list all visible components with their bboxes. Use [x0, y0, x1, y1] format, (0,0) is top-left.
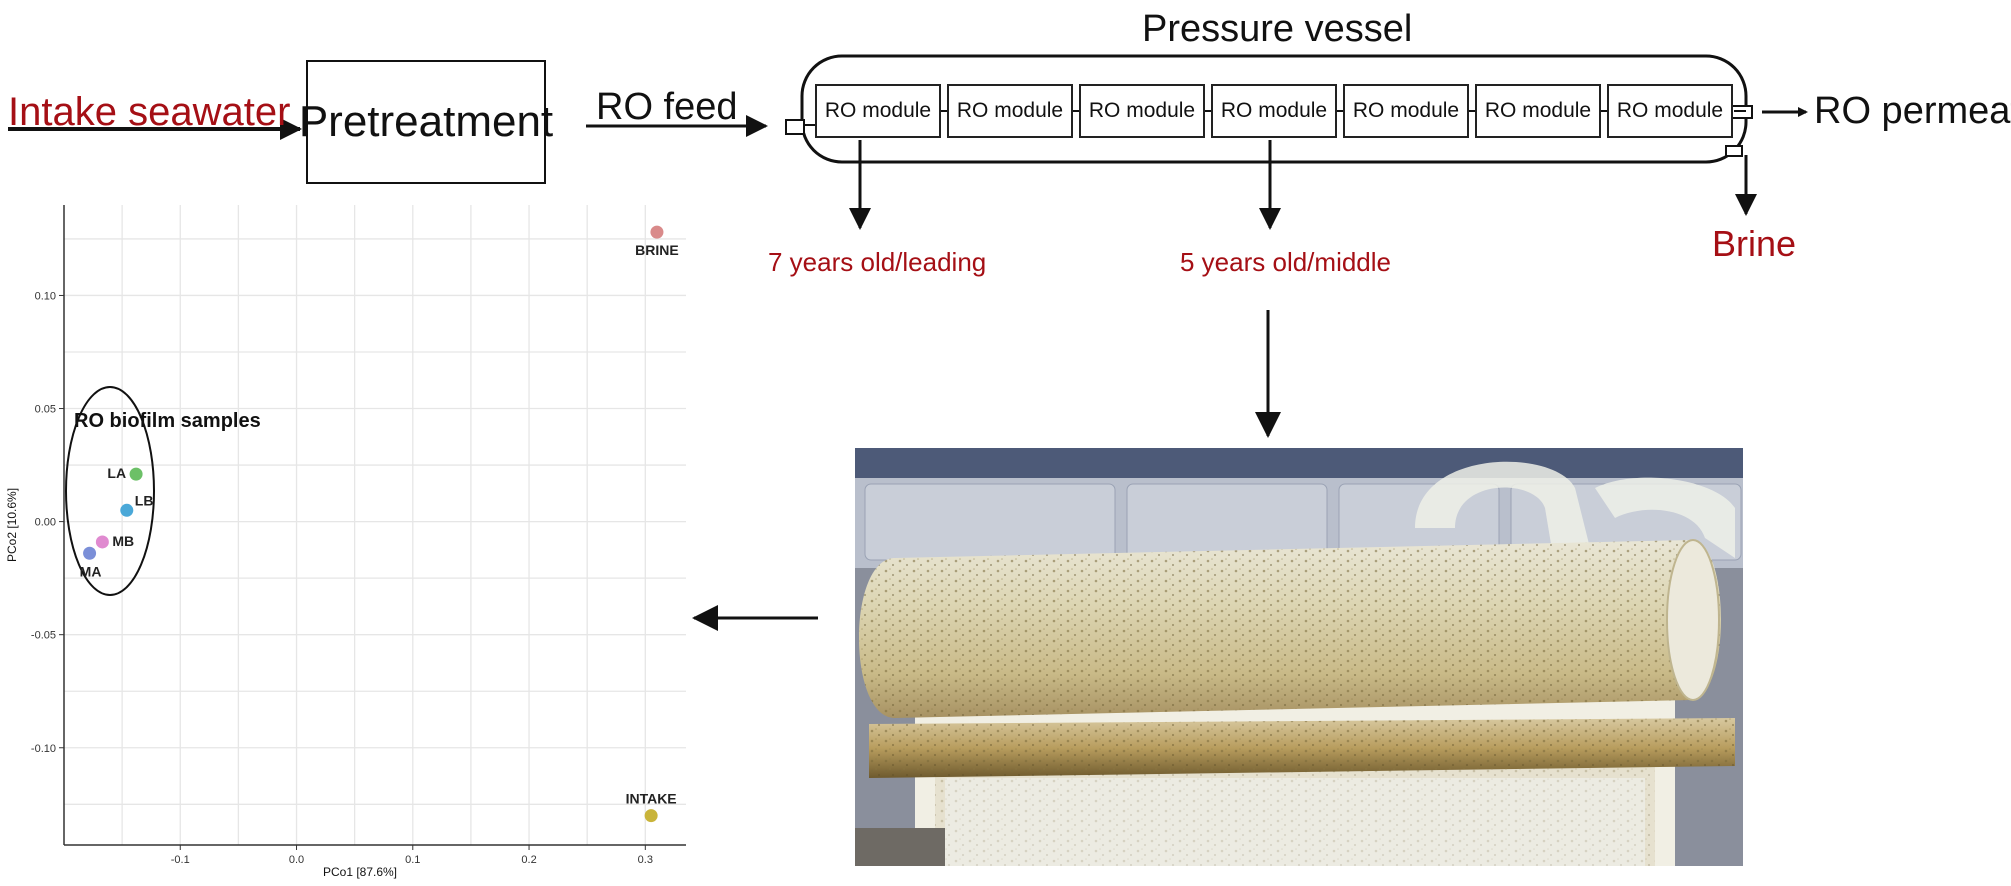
chart-axes [63, 205, 686, 846]
ro-feed-label: RO feed [596, 86, 738, 128]
point-mb [95, 535, 109, 549]
ro-module-3: RO module [1079, 84, 1205, 138]
photo-arrows [692, 310, 1281, 631]
chart-ticks: -0.1 0.0 0.1 0.2 0.3 0.10 0.05 0.00 -0.05 -0.10 [31, 290, 653, 866]
chart-grid [64, 205, 686, 845]
x-tick-label: 0.3 [638, 854, 653, 866]
point-la [129, 467, 143, 481]
point-label-ma: MA [80, 563, 102, 579]
x-tick-label: 0.0 [289, 854, 304, 866]
y-tick-label: -0.05 [31, 630, 56, 642]
y-tick-label: 0.05 [35, 404, 56, 416]
x-tick-label: -0.1 [171, 854, 190, 866]
x-tick-label: 0.2 [521, 854, 536, 866]
flow-arrows [8, 54, 1808, 230]
pressure-vessel-label: Pressure vessel [1142, 8, 1413, 50]
x-tick-label: 0.1 [405, 854, 420, 866]
ro-membrane-photo [855, 448, 1743, 866]
ro-module-5: RO module [1343, 84, 1469, 138]
y-axis-label: PCo2 [10.6%] [5, 488, 19, 562]
ro-module-4: RO module [1211, 84, 1337, 138]
vessel-inlet-stub [785, 119, 805, 135]
ro-module-6: RO module [1475, 84, 1601, 138]
leading-module-label: 7 years old/leading [768, 247, 987, 277]
y-tick-label: -0.10 [31, 743, 56, 755]
point-intake [644, 809, 658, 823]
point-label-mb: MB [112, 533, 134, 549]
ro-permeate-label: RO permeate [1814, 90, 2011, 132]
y-tick-label: 0.10 [35, 290, 56, 302]
chart-points: BRINE INTAKE LA LB MB MA [80, 225, 679, 823]
y-tick-label: 0.00 [35, 517, 56, 529]
point-lb [120, 503, 134, 517]
vessel-brine-stub [1725, 145, 1743, 157]
point-brine [650, 225, 664, 239]
ro-module-2: RO module [947, 84, 1073, 138]
intake-seawater-label: Intake seawater [8, 90, 291, 134]
middle-module-label: 5 years old/middle [1180, 247, 1391, 277]
brine-label: Brine [1712, 223, 1797, 264]
ro-module-7: RO module [1607, 84, 1733, 138]
point-label-intake: INTAKE [626, 791, 677, 807]
point-label-la: LA [107, 465, 126, 481]
biofilm-cluster-ellipse [65, 386, 155, 596]
x-axis-label: PCo1 [87.6%] [323, 865, 397, 879]
biofilm-annotation: RO biofilm samples [74, 410, 261, 432]
point-label-brine: BRINE [635, 242, 679, 258]
ro-module-1: RO module [815, 84, 941, 138]
pretreatment-box: Pretreatment [299, 60, 553, 184]
point-label-lb: LB [135, 492, 154, 508]
point-ma [83, 546, 97, 560]
pcoa-chart: -0.1 0.0 0.1 0.2 0.3 0.10 0.05 0.00 -0.05 -0.10 R… [5, 205, 686, 879]
pretreatment-label: Pretreatment [298, 97, 554, 146]
